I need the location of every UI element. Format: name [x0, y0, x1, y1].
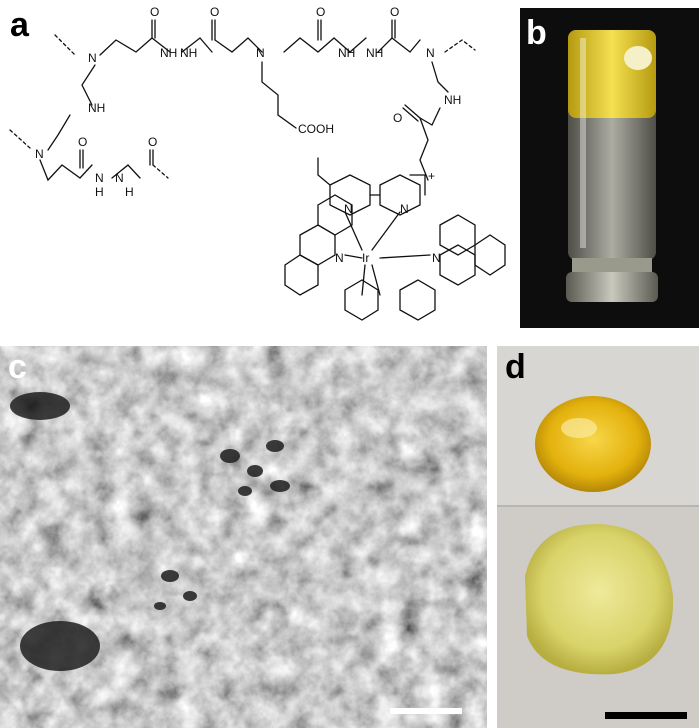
scale-bar-d — [605, 712, 687, 719]
atom-n-1: N — [88, 51, 97, 65]
atom-o-1: O — [150, 5, 159, 19]
atom-n-6: N — [115, 171, 124, 185]
panel-label-b: b — [526, 14, 547, 52]
atom-o-4: O — [390, 5, 399, 19]
atom-nh-2: NH — [180, 46, 197, 60]
atom-o-5: O — [78, 135, 87, 149]
atom-ir: Ir — [362, 251, 369, 265]
panel-c-sem-image: c — [0, 346, 487, 728]
atom-n-4: N — [35, 147, 44, 161]
atom-o-3: O — [316, 5, 325, 19]
atom-nh-3: NH — [338, 46, 355, 60]
panel-label-d: d — [505, 348, 526, 386]
atom-h-2: H — [125, 185, 134, 199]
atom-n-3: N — [426, 46, 435, 60]
atom-o-2: O — [210, 5, 219, 19]
panel-label-c: c — [8, 348, 27, 386]
atom-nh-5: NH — [88, 101, 105, 115]
atom-n-bipy-2: N — [400, 202, 409, 216]
atom-o-6: O — [148, 135, 157, 149]
atom-n-left: N — [335, 251, 344, 265]
scale-bar-c — [390, 708, 462, 714]
polymer-structure-drawing: N O NH O NH N O NH O NH N NH N O N H N H… — [9, 5, 506, 321]
atom-n-bipy-1: N — [344, 202, 353, 216]
panel-a-chemical-structure: a — [0, 0, 510, 330]
atom-nh-6: NH — [444, 93, 461, 107]
panel-b-vial-photo: b — [520, 8, 699, 328]
panel-label-a: a — [10, 6, 29, 44]
atom-n-5: N — [95, 171, 104, 185]
atom-n-right: N — [432, 251, 441, 265]
atom-o-7: O — [393, 111, 402, 125]
atom-h-1: H — [95, 185, 104, 199]
atom-cooh: COOH — [298, 122, 334, 136]
atom-nh-4: NH — [366, 46, 383, 60]
inverted-vial-image — [520, 8, 699, 328]
panel-d-hydrogel-photo: d — [497, 346, 699, 728]
hydrogel-disks-image — [497, 346, 699, 728]
atom-nh-1: NH — [160, 46, 177, 60]
atom-n-2: N — [256, 46, 265, 60]
porous-sem-micrograph — [0, 346, 487, 728]
charge-plus: + — [428, 169, 435, 183]
